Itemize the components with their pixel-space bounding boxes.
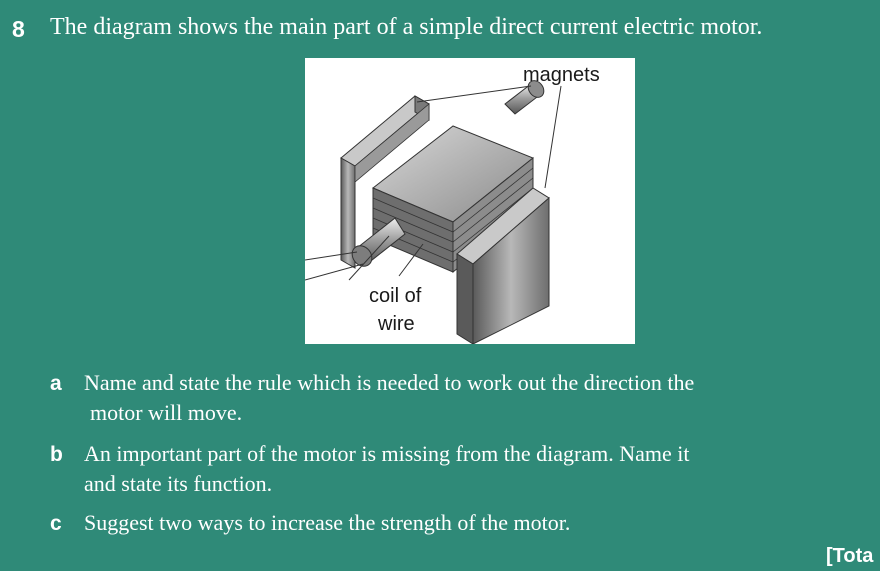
coil-label-line1: coil of	[369, 285, 422, 307]
back-magnet	[340, 95, 430, 269]
part-text-line1: An important part of the motor is missin…	[84, 441, 690, 466]
shaft-front	[351, 217, 406, 267]
coil-pointer	[348, 235, 390, 281]
motor-diagram: magnets coil of wire	[305, 58, 635, 344]
part-text-line1: Name and state the rule which is needed …	[84, 370, 695, 395]
question-stem: The diagram shows the main part of a sim…	[50, 14, 763, 40]
question-number: 8	[12, 16, 25, 42]
part-letter: a	[50, 372, 62, 395]
magnets-label: magnets	[523, 64, 600, 86]
shaft-back	[504, 80, 545, 115]
coil-wire-lead	[305, 263, 364, 281]
coil-label-line2: wire	[377, 313, 415, 335]
magnets-pointer	[416, 85, 532, 103]
part-text-line2: and state its function.	[84, 471, 273, 496]
part-letter: b	[50, 443, 63, 466]
part-text-line2: motor will move.	[90, 400, 243, 425]
magnets-pointer	[544, 85, 562, 189]
motor-diagram-svg: magnets coil of wire	[305, 64, 600, 344]
front-magnet	[456, 187, 550, 344]
part-text-line1: Suggest two ways to increase the strengt…	[84, 510, 571, 535]
coil-block	[372, 125, 534, 274]
part-letter: c	[50, 512, 62, 535]
coil-wire-lead	[305, 251, 358, 261]
total-marks-label: [Tota	[826, 545, 874, 567]
coil-pointer	[398, 243, 424, 277]
